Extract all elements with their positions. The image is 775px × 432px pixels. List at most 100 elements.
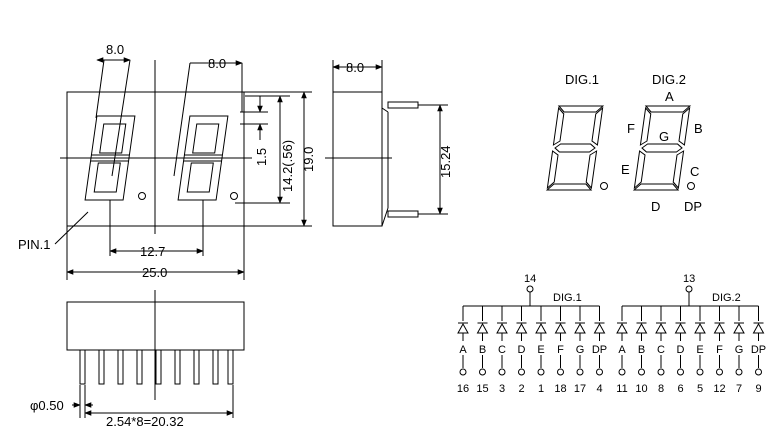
pin-diameter-label: φ0.50 (30, 398, 64, 413)
digit-width-label-2: 8.0 (208, 56, 226, 71)
pin-number: 18 (554, 383, 566, 395)
digit-pitch-label: 12.7 (140, 244, 165, 259)
pin-number: 12 (713, 383, 725, 395)
pin-terminal (638, 368, 645, 376)
pin-number: 15 (476, 383, 488, 395)
led-diode-icon (635, 322, 648, 334)
pin-terminal (596, 368, 603, 376)
schematic-digit-label: DIG.1 (553, 292, 582, 304)
led-diode-icon (515, 322, 528, 334)
pin-terminal (459, 368, 467, 376)
led-diode-icon (694, 322, 706, 334)
segment-label: D (518, 344, 526, 356)
pin-terminal (677, 368, 684, 376)
segment-label: A (618, 344, 626, 356)
side-body-outline (332, 91, 383, 227)
common-pin-terminal (526, 285, 534, 293)
seg-c-label: C (690, 164, 699, 179)
seg-e-label: E (621, 162, 630, 177)
segment-label: G (576, 344, 585, 356)
pin1-label: PIN.1 (18, 237, 51, 252)
pin-number: 3 (499, 383, 505, 395)
schematic-digit-label: DIG.2 (712, 292, 741, 304)
pin-terminal (716, 368, 723, 376)
led-diode-icon (535, 322, 547, 334)
side-view (325, 60, 448, 227)
led-diode-icon (476, 322, 489, 334)
pin-terminal (557, 368, 564, 376)
side-pin-bottom (387, 210, 419, 218)
side-pin-top (387, 101, 419, 109)
pin-number: 2 (518, 383, 524, 395)
schematic: 14DIG.1A16B15C3D2E1F18G17DP413DIG.2A11B1… (457, 273, 766, 395)
segment-label: G (735, 344, 744, 356)
led-diode-icon (713, 322, 726, 334)
pin-number: 8 (658, 383, 664, 395)
seg-digit-2 (632, 105, 692, 191)
bottom-pins (79, 349, 234, 385)
pin-terminal (735, 368, 743, 376)
seg-b-label: B (694, 121, 703, 136)
seg-g-label: G (659, 129, 669, 144)
seg-dp-2 (687, 182, 695, 190)
pin-number: 17 (574, 383, 586, 395)
segment-label: C (657, 344, 665, 356)
digit-height-label: 14.2(.56) (280, 140, 295, 192)
segment-label: F (716, 344, 723, 356)
seg-f-label: F (627, 121, 635, 136)
led-diode-icon (733, 322, 745, 334)
pin-terminal (696, 368, 704, 376)
seg-d-label: D (651, 199, 660, 214)
front-digit-1 (84, 115, 136, 201)
led-diode-icon (616, 322, 628, 334)
pin-number: 1 (538, 383, 544, 395)
segment-label: E (537, 344, 544, 356)
front-dp-2 (230, 192, 238, 200)
pin-terminal (618, 368, 626, 376)
pin-number: 5 (697, 383, 703, 395)
segment-label: DP (751, 344, 766, 356)
pin-terminal (755, 368, 762, 376)
seg-dig1-label: DIG.1 (565, 72, 599, 87)
pin-row-spacing-label: 15.24 (438, 145, 453, 178)
bottom-view (66, 290, 245, 418)
common-pin-number: 13 (683, 273, 695, 285)
common-pin-terminal (685, 285, 693, 293)
pin-number: 11 (616, 383, 627, 395)
seg-dig2-label: DIG.2 (652, 72, 686, 87)
pin-number: 7 (736, 383, 742, 395)
segment-label: DP (592, 344, 607, 356)
seg-dp-label: DP (684, 199, 702, 214)
segment-label: D (677, 344, 685, 356)
front-digit-2 (177, 115, 229, 201)
segment-diagram (545, 105, 695, 191)
led-diode-icon (457, 322, 469, 334)
led-diode-icon (655, 322, 667, 334)
segment-label: B (638, 344, 645, 356)
front-view (54, 57, 312, 280)
segment-label: F (557, 344, 564, 356)
pin-number: 16 (457, 383, 469, 395)
led-diode-icon (752, 322, 765, 334)
pin-terminal (657, 368, 665, 376)
overall-height-label: 19.0 (301, 147, 316, 172)
front-dp-1 (138, 192, 146, 200)
led-diode-icon (674, 322, 687, 334)
seg-dp-1 (600, 182, 608, 190)
side-depth-label: 8.0 (346, 60, 364, 75)
pin-number: 6 (677, 383, 683, 395)
overall-width-label: 25.0 (142, 265, 167, 280)
pin-terminal (479, 368, 486, 376)
seg-digit-1 (545, 105, 605, 191)
seg-a-label: A (665, 89, 674, 104)
pin-terminal (537, 368, 545, 376)
led-diode-icon (593, 322, 606, 334)
pin-number: 9 (755, 383, 761, 395)
pin-terminal (576, 368, 584, 376)
segment-label: E (696, 344, 703, 356)
pin-terminal (518, 368, 525, 376)
pin-terminal (498, 368, 506, 376)
digit-width-label: 8.0 (106, 42, 124, 57)
